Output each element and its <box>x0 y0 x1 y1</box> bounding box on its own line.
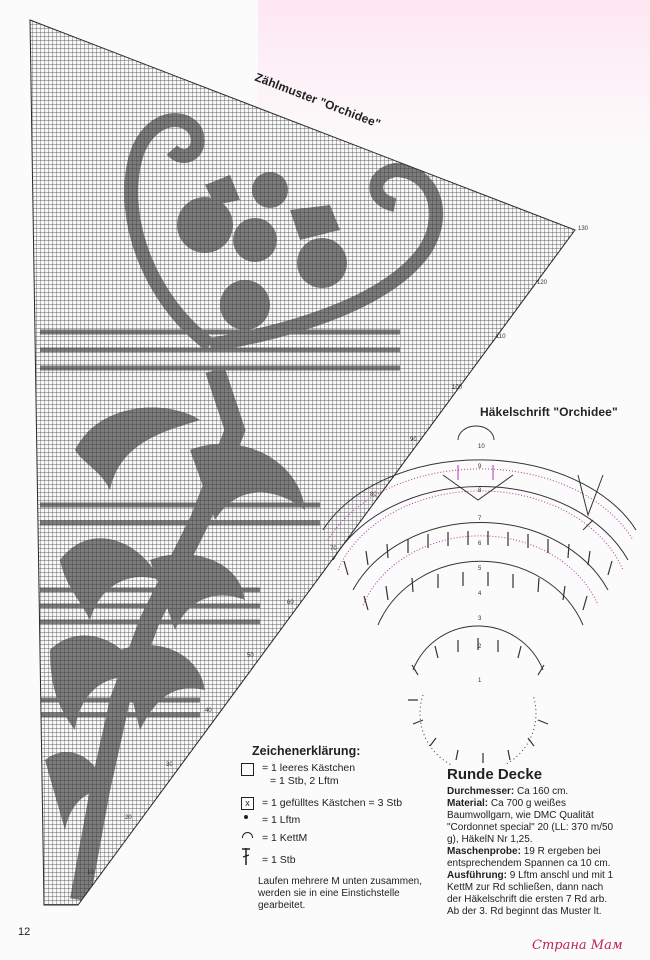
watermark: Страна Мам <box>532 938 623 953</box>
page-number: 12 <box>18 926 31 938</box>
material-value: Ca 700 g weißes Baumwollgarn, wie DMC Qu… <box>447 798 614 845</box>
execution-label: Ausführung: <box>447 870 507 881</box>
diagram-label: 5 <box>478 566 482 572</box>
diagram-label: 8 <box>478 488 482 494</box>
leaf-right-lower <box>120 644 205 730</box>
legend-empty-1: = 1 leeres Kästchen <box>262 762 356 774</box>
material-label: Material: <box>447 798 489 809</box>
gauge-label: Maschenprobe: <box>447 846 521 857</box>
row-number: 70 <box>330 546 337 552</box>
slip-stitch-icon <box>242 832 253 838</box>
row-number: 20 <box>125 815 132 821</box>
diagram-label: 4 <box>478 591 482 597</box>
legend-note: Laufen mehrere M unten zusammen, werden … <box>258 876 422 911</box>
legend-title: Zeichenerklärung: <box>252 744 361 758</box>
petal <box>297 238 347 288</box>
pattern-body: Durchmesser: Ca 160 cm. Material: Ca 700… <box>447 786 619 918</box>
diagram-label: 10 <box>478 444 485 450</box>
motif-left-spiral <box>124 113 215 351</box>
leaf-right-mid <box>150 554 245 630</box>
petal <box>177 197 233 253</box>
diagram-label: 6 <box>478 541 482 547</box>
petal <box>252 172 288 208</box>
legend-filled: = 1 gefülltes Kästchen = 3 Stb <box>262 797 403 809</box>
leaf-right-upper <box>190 443 305 520</box>
row-number: 120 <box>537 280 548 286</box>
leaf-left-upper <box>75 407 200 490</box>
diameter-label: Durchmesser: <box>447 786 515 797</box>
row-number: 80 <box>370 492 377 498</box>
row-number: 40 <box>205 708 212 714</box>
diagram-title: Häkelschrift "Orchidee" <box>480 405 618 419</box>
diagram-label: 1 <box>478 678 482 684</box>
gauge-value: 19 R ergeben bei entsprechendem Spannen … <box>447 846 611 869</box>
pink-background-band <box>258 0 650 150</box>
legend-dc: = 1 Stb <box>262 854 296 866</box>
petal <box>220 280 270 330</box>
motif-right-spiral <box>208 162 444 352</box>
diameter-value: Ca 160 cm. <box>517 786 569 797</box>
pattern-title: Runde Decke <box>447 766 543 783</box>
empty-square-icon <box>241 763 254 776</box>
legend-chain: = 1 Lftm <box>262 814 301 826</box>
row-number: 50 <box>247 653 254 659</box>
row-number: 10 <box>87 870 94 876</box>
double-crochet-icon <box>242 848 250 865</box>
diagram-label: 7 <box>478 516 482 522</box>
petal <box>233 218 277 262</box>
row-number: 90 <box>410 437 417 443</box>
filled-square-icon: x <box>241 797 254 810</box>
crochet-diagram: 10 9 8 7 6 5 4 3 2 1 <box>322 425 637 765</box>
row-number: 100 <box>452 385 463 391</box>
execution-value: 9 Lftm anschl und mit 1 KettM zur Rd sch… <box>447 870 614 917</box>
chain-dot-icon <box>244 815 248 819</box>
row-number: 130 <box>578 226 589 232</box>
row-number: 110 <box>496 334 506 340</box>
diagram-label: 3 <box>478 616 482 622</box>
row-number: 60 <box>287 600 294 606</box>
leaf-left-mid <box>60 538 160 620</box>
legend-empty-2: = 1 Stb, 2 Lftm <box>270 775 339 787</box>
diagram-label: 2 <box>478 644 482 650</box>
row-number: 30 <box>166 762 173 768</box>
diagram-label: 9 <box>478 464 482 470</box>
legend-slip: = 1 KettM <box>262 832 308 844</box>
leaf-left-lower <box>50 635 140 730</box>
